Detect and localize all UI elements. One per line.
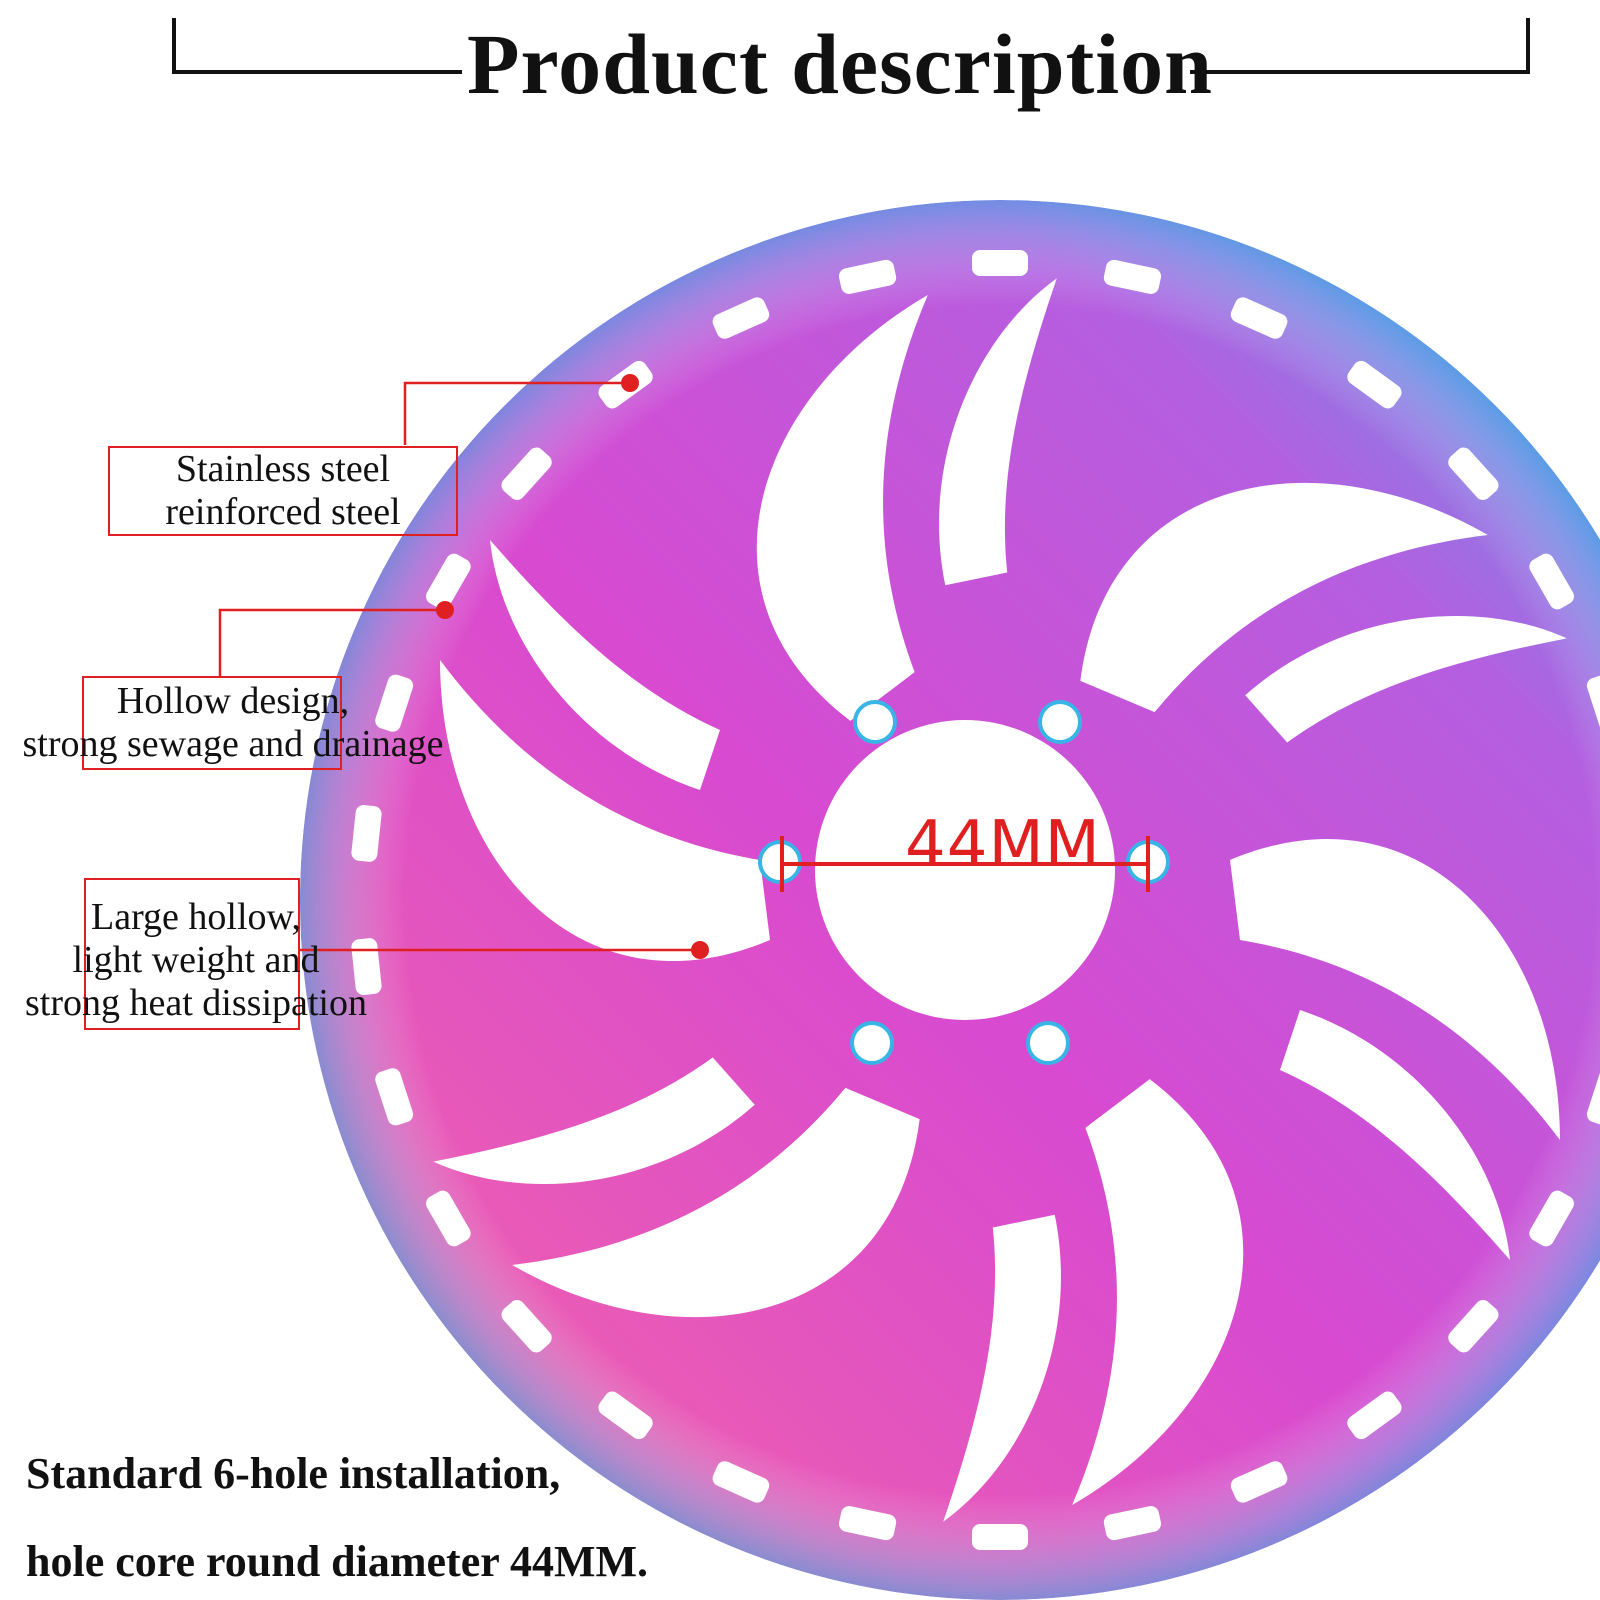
- title-bracket-left-vertical: [172, 18, 176, 74]
- title-bracket-right-vertical: [1526, 18, 1530, 74]
- bolt-hole: [850, 1021, 894, 1065]
- callout-line: reinforced steel: [165, 491, 401, 533]
- callout-leaders: [218, 381, 700, 952]
- callout-line: light weight and: [72, 939, 320, 981]
- title-bracket-left-horizontal: [172, 70, 462, 74]
- callout-box-stainless: [108, 446, 458, 536]
- callout-large-hollow: Large hollow, light weight and strong he…: [10, 896, 382, 1025]
- callout-dots: [436, 374, 709, 959]
- callout-line: Stainless steel: [175, 448, 391, 490]
- footer-line-2: hole core round diameter 44MM.: [26, 1537, 649, 1586]
- callout-line: Hollow design,: [116, 680, 350, 722]
- bolt-hole: [853, 700, 897, 744]
- bolt-hole: [1026, 1021, 1070, 1065]
- callout-box-hollow: [82, 676, 342, 770]
- title-bracket-right-horizontal: [1190, 70, 1530, 74]
- callout-line: strong heat dissipation: [25, 982, 367, 1024]
- title-bar: Product description: [0, 0, 1600, 120]
- callout-stainless-steel: Stainless steel reinforced steel: [108, 448, 458, 534]
- dimension-label: 44MM: [905, 808, 1101, 882]
- callout-line: Large hollow,: [90, 896, 301, 938]
- callout-hollow-design: Hollow design, strong sewage and drainag…: [6, 680, 460, 766]
- footer-line-1: Standard 6-hole installation,: [26, 1449, 561, 1498]
- page-title: Product description: [466, 16, 1213, 112]
- dimension-marker: [780, 836, 1150, 892]
- bolt-hole: [1038, 700, 1082, 744]
- callout-line: strong sewage and drainage: [22, 723, 444, 765]
- callout-box-large-hollow: [84, 878, 300, 1030]
